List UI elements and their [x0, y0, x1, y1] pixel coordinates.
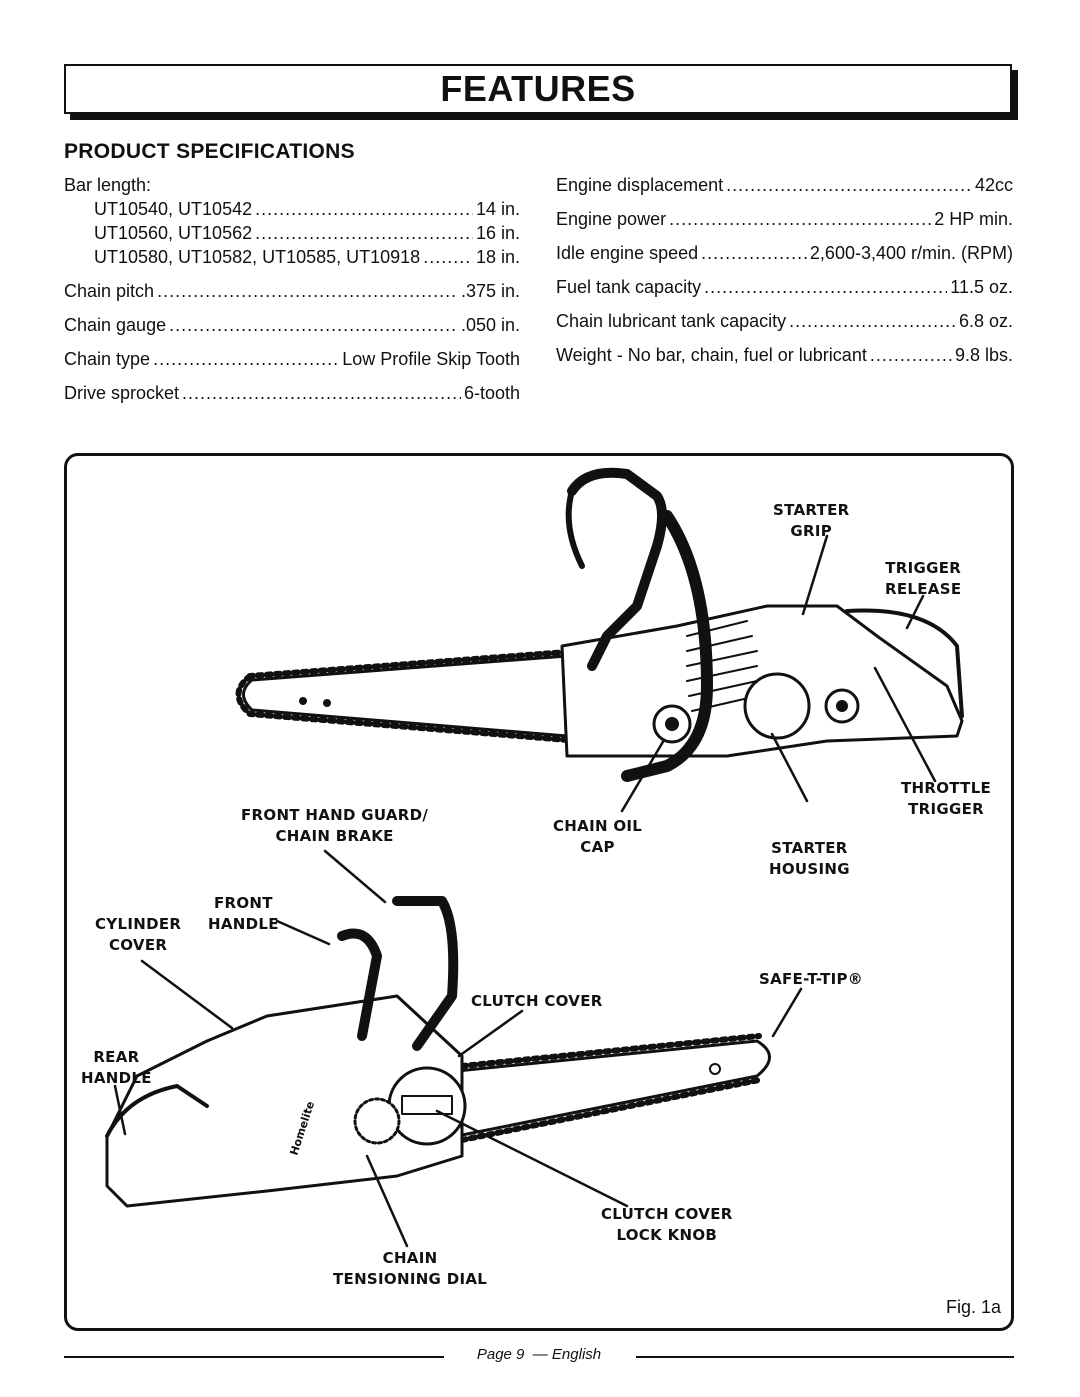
- spec-label: Chain pitch: [64, 281, 155, 301]
- footer-page-label: Page 9: [476, 1346, 525, 1363]
- spec-row: Chain lubricant tank capacity 6.8 oz.: [556, 311, 1013, 335]
- footer-language: English: [551, 1346, 602, 1363]
- leader-starter-housing: [770, 732, 809, 803]
- spec-value: 16 in.: [475, 223, 520, 243]
- footer-text: Page 9 — English: [476, 1346, 602, 1363]
- spec-label: Weight - No bar, chain, fuel or lubrican…: [556, 345, 867, 365]
- spec-value: 14 in.: [475, 199, 520, 219]
- spec-label: UT10580, UT10582, UT10585, UT10918: [94, 247, 421, 267]
- spec-label: UT10560, UT10562: [94, 223, 253, 243]
- leader-clutch-cover: [457, 1009, 524, 1058]
- spec-value: .375 in.: [460, 281, 520, 301]
- spec-value: 42cc: [974, 175, 1013, 195]
- spec-label: Chain lubricant tank capacity: [556, 311, 787, 331]
- spec-label: Fuel tank capacity: [556, 277, 702, 297]
- spec-row: Chain gauge .050 in.: [64, 315, 520, 339]
- spec-value: 9.8 lbs.: [954, 345, 1013, 365]
- leader-trigger-release: [905, 594, 925, 630]
- figure-caption: Fig. 1a: [945, 1297, 1001, 1317]
- spec-value: 6.8 oz.: [958, 311, 1013, 331]
- specifications-left-column: Bar length: UT10540, UT10542 14 in. UT105…: [64, 175, 520, 407]
- chainsaw-right-view-illustration: [235, 467, 964, 782]
- spec-value: 11.5 oz.: [950, 277, 1013, 297]
- spec-row: Weight - No bar, chain, fuel or lubrican…: [556, 345, 1013, 369]
- leader-safe-t-tip: [771, 987, 803, 1038]
- page-footer: Page 9 — English: [64, 1346, 1014, 1366]
- spec-row: UT10580, UT10582, UT10585, UT10918 18 in.: [64, 247, 520, 271]
- spec-value: .050 in.: [460, 315, 520, 335]
- leader-starter-grip: [801, 534, 829, 616]
- spec-value: 2,600-3,400 r/min. (RPM): [809, 243, 1013, 263]
- leader-lines: [113, 534, 937, 1248]
- bar-length-label-row: Bar length:: [64, 175, 520, 199]
- page-title: FEATURES: [440, 68, 636, 109]
- leader-chain-tensioning-dial: [365, 1154, 409, 1248]
- label-clutch-cover: CLUTCH COVER: [471, 992, 603, 1010]
- chainsaw-left-view-illustration: Homelite: [105, 896, 771, 1208]
- spec-row: Engine displacement 42cc: [556, 175, 1013, 199]
- spec-value: 18 in.: [475, 247, 520, 267]
- leader-throttle-trigger: [873, 666, 937, 783]
- leader-chain-oil-cap: [620, 738, 666, 813]
- specifications-heading: PRODUCT SPECIFICATIONS: [64, 140, 355, 163]
- spec-row: Chain type Low Profile Skip Tooth: [64, 349, 520, 373]
- spec-row: UT10540, UT10542 14 in.: [64, 199, 520, 223]
- leader-clutch-cover-lock-knob: [435, 1109, 629, 1208]
- footer-rule-left: [64, 1356, 444, 1358]
- specifications-right-column: Engine displacement 42cc Engine power 2 HP…: [556, 175, 1013, 369]
- spec-row: Fuel tank capacity 11.5 oz.: [556, 277, 1013, 301]
- spec-label: Drive sprocket: [64, 383, 180, 403]
- features-banner: FEATURES: [64, 64, 1012, 114]
- spec-row: Engine power 2 HP min.: [556, 209, 1013, 233]
- spec-row: Drive sprocket 6-tooth: [64, 383, 520, 407]
- leader-rear-handle: [113, 1084, 127, 1136]
- spec-label: Engine displacement: [556, 175, 724, 195]
- spec-value: 6-tooth: [463, 383, 520, 403]
- bar-length-label: Bar length:: [64, 175, 152, 195]
- label-front-hand-guard-chain-brake: FRONT HAND GUARD/CHAIN BRAKE: [241, 806, 429, 845]
- spec-label: UT10540, UT10542: [94, 199, 253, 219]
- leader-cylinder-cover: [140, 959, 234, 1030]
- spec-row: UT10560, UT10562 16 in.: [64, 223, 520, 247]
- label-safe-t-tip: SAFE-T-TIP®: [759, 970, 864, 988]
- leader-front-handle: [275, 919, 331, 946]
- spec-value: Low Profile Skip Tooth: [342, 349, 520, 369]
- spec-label: Idle engine speed: [556, 243, 699, 263]
- spec-row: Idle engine speed 2,600-3,400 r/min. (RPM…: [556, 243, 1013, 267]
- spec-value: 2 HP min.: [934, 209, 1013, 229]
- chainsaw-diagram: Homelite: [105, 467, 964, 1248]
- footer-rule-right: [636, 1356, 1014, 1358]
- spec-label: Engine power: [556, 209, 667, 229]
- spec-label: Chain gauge: [64, 315, 167, 335]
- spec-label: Chain type: [64, 349, 151, 369]
- spec-row: Chain pitch .375 in.: [64, 281, 520, 305]
- leader-front-hand-guard: [323, 849, 387, 904]
